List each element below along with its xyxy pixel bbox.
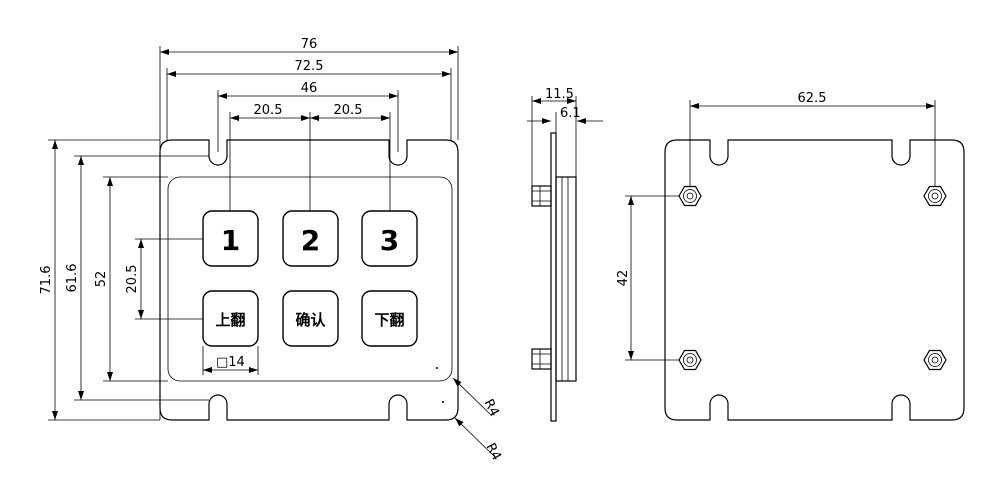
dim-20-5-vertical: 20.5 bbox=[125, 265, 140, 294]
key-1-label: 1 bbox=[221, 224, 240, 257]
dim-72-5: 72.5 bbox=[295, 59, 324, 74]
side-dimensions: 11.5 6.1 bbox=[527, 87, 603, 186]
key-1[interactable] bbox=[202, 210, 259, 267]
dim-61-6: 61.6 bbox=[65, 264, 80, 293]
key-page-up-label: 上翻 bbox=[215, 311, 245, 329]
dim-46: 46 bbox=[301, 81, 318, 96]
dim-42: 42 bbox=[616, 270, 631, 287]
front-view: 1 2 3 上翻 确认 下翻 bbox=[159, 139, 459, 421]
dim-6-1: 6.1 bbox=[560, 106, 581, 121]
back-dimensions: 62.5 42 bbox=[616, 91, 936, 361]
dim-r4-inner: R4 bbox=[480, 397, 501, 419]
key-confirm[interactable] bbox=[282, 290, 339, 347]
side-view bbox=[531, 132, 577, 422]
key-page-down[interactable] bbox=[361, 290, 418, 347]
dim-71-6: 71.6 bbox=[39, 266, 54, 295]
key-confirm-label: 确认 bbox=[295, 311, 326, 329]
side-inner-body bbox=[555, 176, 577, 382]
front-dot-2 bbox=[442, 401, 444, 403]
dim-11-5: 11.5 bbox=[545, 87, 574, 102]
dim-76: 76 bbox=[301, 37, 318, 52]
dim-20-5-left: 20.5 bbox=[254, 103, 283, 118]
back-hex-nut-bottom-right bbox=[923, 349, 947, 371]
back-hex-nut-bottom-left bbox=[678, 349, 702, 371]
back-hex-nut-top-left bbox=[678, 185, 702, 207]
front-dimensions: 76 72.5 46 20.5 20.5 71.6 61.6 52 bbox=[39, 37, 504, 463]
key-page-up[interactable] bbox=[202, 290, 259, 347]
back-outer-plate bbox=[664, 139, 965, 421]
key-3-label: 3 bbox=[380, 224, 399, 257]
back-view bbox=[664, 139, 965, 421]
dim-r4-outer: R4 bbox=[482, 441, 503, 463]
side-front-plate bbox=[550, 132, 557, 422]
front-outer-plate bbox=[159, 139, 459, 421]
key-2-label: 2 bbox=[301, 224, 320, 257]
back-hex-nut-top-right bbox=[923, 185, 947, 207]
dim-key-14: □14 bbox=[216, 355, 245, 370]
front-dot-1 bbox=[436, 367, 438, 369]
key-page-down-label: 下翻 bbox=[374, 311, 404, 329]
side-stud-bottom bbox=[531, 348, 552, 370]
side-stud-top bbox=[531, 185, 552, 207]
dim-52: 52 bbox=[94, 271, 109, 288]
key-2[interactable] bbox=[282, 210, 339, 267]
dim-62-5: 62.5 bbox=[798, 91, 827, 106]
key-3[interactable] bbox=[361, 210, 418, 267]
dim-20-5-right: 20.5 bbox=[334, 103, 363, 118]
